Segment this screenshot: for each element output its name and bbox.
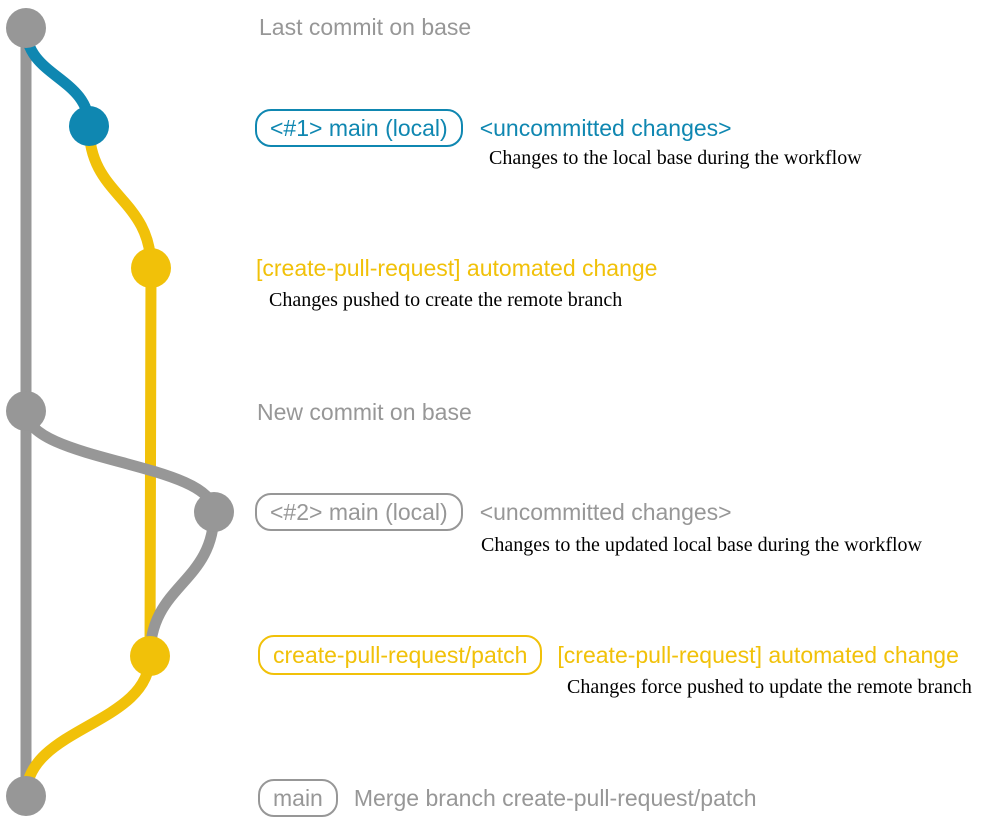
commit-dot-merge [6,776,46,816]
merge-row: main Merge branch create-pull-request/pa… [258,779,757,817]
push2-description: Changes force pushed to update the remot… [567,676,972,698]
merge-message: Merge branch create-pull-request/patch [353,784,757,811]
commit-dot-pr-create [131,248,171,288]
branch-curve-pr-merge-to-base [20,650,156,802]
new-commit-annotation: New commit on base [257,399,472,425]
branch-curve-local-main-2-to-pr [144,506,220,662]
push1-description: Changes pushed to create the remote bran… [269,289,623,311]
commit-dot-new-base [6,391,46,431]
branch-curve-local-main-2 [20,405,220,518]
commit-dot-last-base [6,8,46,48]
commit2-description: Changes to the updated local base during… [481,534,922,556]
branch-curve-pr-create [83,120,157,274]
commit1-status-label: <uncommitted changes> [479,114,732,141]
push2-message: [create-pull-request] automated change [557,641,959,668]
commit2-status-label: <uncommitted changes> [479,498,732,525]
push2-row: create-pull-request/patch [create-pull-r… [258,635,959,675]
commit-dot-local-main-1 [69,106,109,146]
push2-branch-badge: create-pull-request/patch [258,635,543,675]
commit2-branch-badge: <#2> main (local) [255,493,463,531]
commit1-row: <#1> main (local) <uncommitted changes> [255,109,732,147]
commit-dot-pr-force-push [130,636,170,676]
merge-branch-badge: main [258,779,338,817]
commit1-description: Changes to the local base during the wor… [489,147,862,169]
last-commit-annotation: Last commit on base [259,14,472,40]
branch-line-pr-branch [144,262,157,662]
commit-dot-local-main-2 [194,492,234,532]
commit1-branch-badge: <#1> main (local) [255,109,463,147]
commit2-row: <#2> main (local) <uncommitted changes> [255,493,732,531]
push1-message: [create-pull-request] automated change [256,255,658,281]
